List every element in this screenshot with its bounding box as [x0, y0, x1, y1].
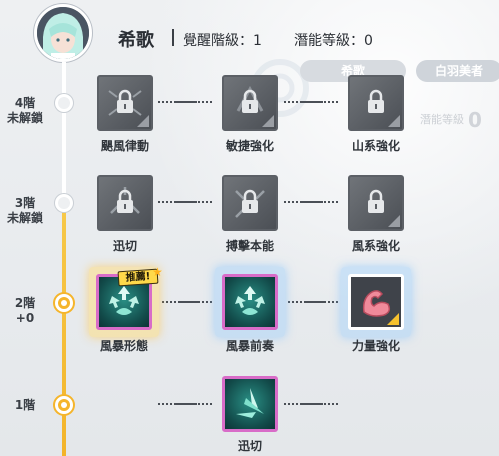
tier-3-status: 未解鎖 — [6, 211, 43, 225]
skill-label: 山系強化 — [351, 139, 400, 153]
potential-level: 潛能等級：0 — [294, 33, 373, 49]
lock-icon — [235, 189, 265, 218]
timeline-track-unlocked — [62, 202, 66, 456]
connector-t3-2 — [284, 201, 340, 203]
skill-mountain-boost[interactable] — [345, 72, 407, 134]
tier-3-label: 3階 未解鎖 — [0, 196, 50, 226]
ghost-potential-label: 潛能等級 — [420, 113, 464, 126]
corner-marker — [262, 115, 274, 127]
tier-4-label: 4階 未解鎖 — [0, 96, 50, 126]
lock-icon — [110, 187, 140, 214]
connector-t1-1 — [158, 403, 214, 405]
tier-2-label: 2階 +0 — [0, 296, 50, 326]
skill-label: 敏捷強化 — [225, 139, 274, 153]
skill-swift-cut[interactable] — [219, 373, 281, 435]
corner-marker — [137, 115, 149, 127]
character-avatar[interactable] — [34, 4, 92, 62]
skill-label: 颶風律動 — [100, 139, 149, 153]
skill-tile — [348, 175, 404, 231]
skill-label: 風暴前奏 — [225, 339, 274, 353]
skill-hurricane-rhythm[interactable] — [94, 72, 156, 134]
skill-swift-cut-locked[interactable] — [94, 172, 156, 234]
awakening-level: 覺醒階級：1 — [183, 33, 262, 49]
lock-icon — [236, 85, 264, 113]
lock-icon — [108, 89, 142, 116]
header-divider — [172, 29, 174, 46]
corner-marker — [388, 115, 400, 127]
skill-label: 迅切 — [237, 439, 262, 453]
skill-label: 風系強化 — [351, 239, 400, 253]
ghost-tab-title: 白羽美者 — [416, 60, 499, 82]
tier-3-node — [55, 194, 73, 212]
storm-arrows-icon — [109, 286, 139, 315]
tier-2-status: +0 — [15, 311, 35, 325]
tier-1-label: 1階 — [0, 398, 50, 413]
tier-2-name: 2階 — [14, 296, 36, 310]
skill-agility-boost[interactable] — [219, 72, 281, 134]
flexed-arm-icon — [362, 290, 391, 317]
ghost-potential: 潛能等級 0 — [420, 108, 482, 132]
lock-icon — [368, 89, 384, 113]
character-name: 希歌 — [118, 30, 154, 51]
ghost-potential-value: 0 — [468, 108, 482, 132]
connector-t2-1 — [162, 301, 214, 303]
skill-tile — [97, 75, 153, 131]
skill-label: 風暴形態 — [99, 339, 148, 353]
connector-t3-1 — [158, 201, 214, 203]
skill-storm-prelude[interactable] — [215, 267, 285, 337]
lock-icon — [368, 189, 384, 213]
corner-marker — [387, 313, 399, 325]
tier-4-status: 未解鎖 — [6, 111, 43, 125]
star-icon: ★ — [152, 265, 163, 279]
skill-tile — [222, 376, 278, 432]
tier-1-name: 1階 — [14, 398, 36, 412]
tier-3-name: 3階 — [14, 196, 36, 210]
skill-tile — [97, 175, 153, 231]
timeline-track-locked — [62, 62, 66, 202]
skill-tile — [348, 274, 404, 330]
connector-t4-1 — [158, 101, 214, 103]
blade-swirl-icon — [236, 388, 264, 418]
connector-t4-2 — [284, 101, 340, 103]
skill-label: 搏擊本能 — [225, 239, 274, 253]
storm-arrows-icon — [235, 286, 265, 315]
connector-t2-2 — [288, 301, 340, 303]
corner-marker — [388, 215, 400, 227]
tier-4-node — [55, 94, 73, 112]
connector-t1-2 — [284, 403, 340, 405]
skill-tile — [348, 75, 404, 131]
tier-4-name: 4階 — [14, 96, 36, 110]
skill-tile — [222, 75, 278, 131]
tier-1-node — [55, 396, 73, 414]
skill-strength-boost[interactable] — [341, 267, 411, 337]
skill-label: 迅切 — [112, 239, 137, 253]
skill-tile — [222, 274, 278, 330]
skill-tile — [222, 175, 278, 231]
tier-2-node — [55, 294, 73, 312]
skill-wind-boost[interactable] — [345, 172, 407, 234]
skill-label: 力量強化 — [351, 339, 400, 353]
skill-combat-instinct[interactable] — [219, 172, 281, 234]
